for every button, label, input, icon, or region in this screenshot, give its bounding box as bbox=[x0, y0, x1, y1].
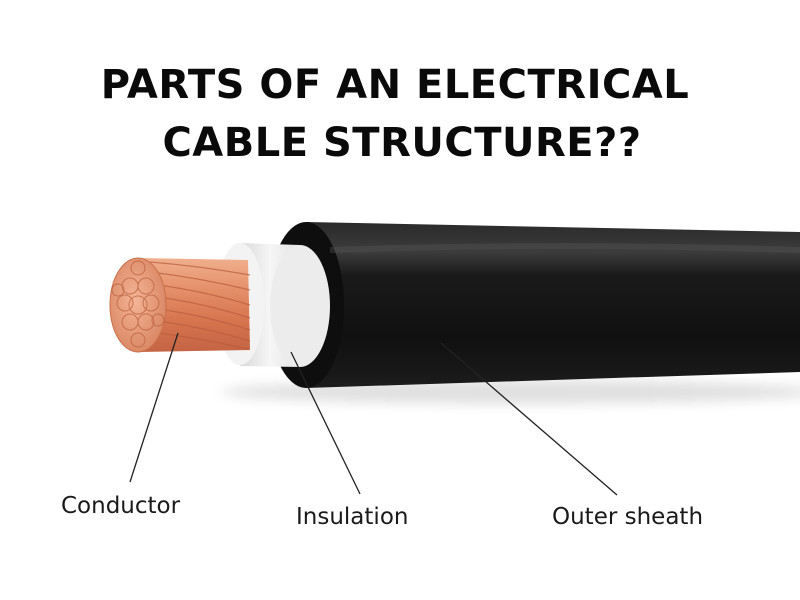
insulation-leader-line bbox=[290, 351, 361, 495]
conductor-leader-line bbox=[129, 332, 179, 483]
outer-sheath-label: Outer sheath bbox=[552, 504, 704, 530]
sheath-leader-line bbox=[440, 342, 618, 496]
title-line-1: PARTS OF AN ELECTRICAL bbox=[100, 62, 690, 108]
title-line-2: CABLE STRUCTURE?? bbox=[162, 120, 642, 166]
conductor bbox=[109, 257, 251, 353]
conductor-label: Conductor bbox=[61, 493, 181, 519]
outer-sheath bbox=[268, 222, 800, 388]
insulation-label: Insulation bbox=[296, 504, 409, 530]
page-title: PARTS OF AN ELECTRICAL CABLE STRUCTURE?? bbox=[0, 56, 800, 172]
